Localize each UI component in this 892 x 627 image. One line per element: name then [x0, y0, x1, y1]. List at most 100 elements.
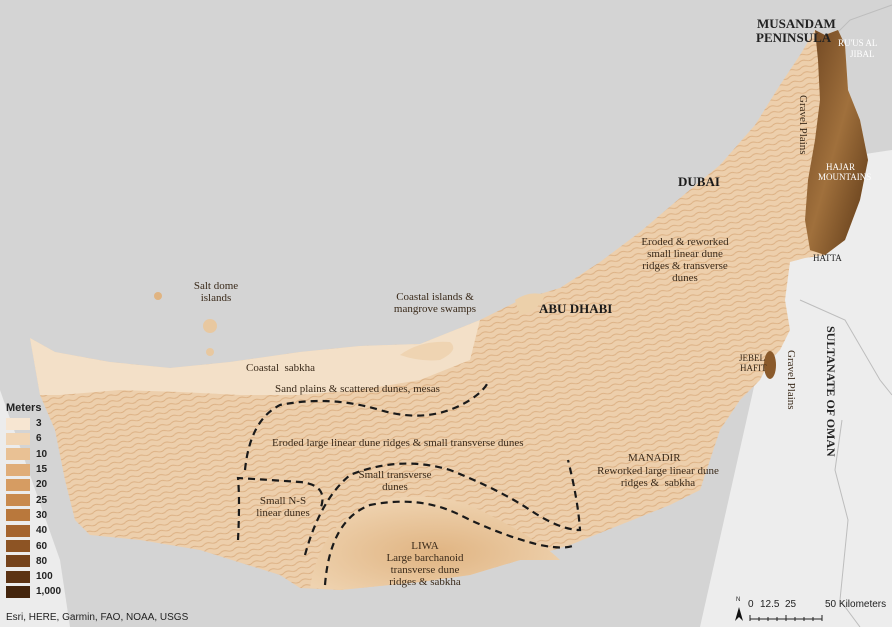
label-hajar-1: HAJAR [826, 162, 856, 172]
legend-item: 25 [6, 492, 66, 507]
label-small-transverse-2: dunes [382, 481, 408, 493]
label-dubai: DUBAI [678, 174, 720, 189]
label-sultanate-of-oman: SULTANATE OF OMAN [824, 326, 838, 457]
label-ruus-al-jibal: RU'US AL [838, 38, 878, 48]
legend-label: 100 [36, 571, 53, 583]
legend-swatch [6, 478, 30, 491]
legend-label: 30 [36, 509, 48, 521]
coastal-sabkha-zone [30, 320, 480, 395]
legend-item: 100 [6, 569, 66, 584]
label-barchanoid-3: ridges & sabkha [389, 576, 461, 588]
label-reworked-large-2: ridges & sabkha [620, 477, 696, 489]
label-hatta: HATTA [813, 253, 842, 263]
label-eroded-reworked-2: small linear dune [647, 248, 723, 260]
label-hafit: HAFIT [740, 363, 767, 373]
island-2 [203, 319, 217, 333]
label-abu-dhabi: ABU DHABI [539, 301, 613, 316]
legend-item: 15 [6, 462, 66, 477]
label-eroded-reworked-1: Eroded & reworked [641, 236, 729, 248]
north-arrow-icon [735, 607, 743, 621]
label-small-transverse-1: Small transverse [358, 469, 432, 481]
label-reworked-large-1: Reworked large linear dune [597, 465, 719, 477]
label-gravel-plains-south: Gravel Plains [785, 350, 797, 410]
label-eroded-reworked-4: dunes [672, 272, 698, 284]
scale-bar: N 0 12.5 25 50 Kilometers [730, 597, 890, 625]
label-jebel: JEBEL [739, 353, 765, 363]
island-cluster [400, 341, 454, 361]
legend-swatch [6, 432, 30, 445]
label-salt-dome-1: Salt dome [193, 280, 239, 292]
jebel-hafit-ridge [764, 351, 776, 379]
legend-label: 80 [36, 555, 48, 567]
label-small-ns-2: linear dunes [256, 507, 310, 519]
border-line-3 [834, 419, 861, 627]
legend-label: 15 [36, 464, 48, 476]
oman-land [700, 150, 892, 627]
legend-label: 10 [36, 448, 48, 460]
map-attribution: Esri, HERE, Garmin, FAO, NOAA, USGS [6, 612, 189, 623]
label-gravel-plains-north: Gravel Plains [797, 95, 809, 155]
boundary-small-transverse [303, 459, 582, 556]
legend-label: 40 [36, 525, 48, 537]
legend-swatch [6, 540, 30, 553]
label-sand-plains: Sand plains & scattered dunes, mesas [275, 383, 440, 395]
boundary-liwa [323, 500, 576, 586]
uae-landmass [30, 30, 868, 590]
legend-swatch [6, 417, 30, 430]
boundary-small-ns [236, 476, 324, 541]
label-barchanoid-1: Large barchanoid [386, 552, 464, 564]
legend-swatch [6, 463, 30, 476]
border-line-2 [799, 299, 892, 396]
scale-tick-2: 25 [785, 599, 797, 610]
legend-swatch [6, 555, 30, 568]
legend-item: 80 [6, 554, 66, 569]
label-small-ns-1: Small N-S [259, 495, 307, 507]
legend-swatch [6, 570, 30, 583]
legend-item: 60 [6, 538, 66, 553]
label-manadir: MANADIR [628, 452, 681, 464]
legend-label: 6 [36, 433, 42, 445]
legend-item: 6 [6, 431, 66, 446]
legend-item: 40 [6, 523, 66, 538]
legend-swatch [6, 509, 30, 522]
label-coastal-islands-1: Coastal islands & [396, 291, 474, 303]
legend-item: 10 [6, 447, 66, 462]
legend-swatch [6, 494, 30, 507]
legend-label: 3 [36, 418, 42, 430]
legend-label: 60 [36, 540, 48, 552]
scale-tick-1: 12.5 [760, 599, 780, 610]
label-coastal-sabkha: Coastal sabkha [246, 362, 316, 374]
legend-swatch [6, 524, 30, 537]
label-eroded-large: Eroded large linear dune ridges & small … [272, 437, 524, 449]
legend-title: Meters [6, 402, 42, 414]
label-peninsula: PENINSULA [756, 30, 832, 45]
label-barchanoid-2: transverse dune [390, 564, 460, 576]
legend-swatch [6, 448, 30, 461]
scale-tick-3: 50 Kilometers [825, 599, 887, 610]
boundary-sand-plains [243, 381, 490, 471]
north-label: N [736, 597, 741, 603]
label-musandam: MUSANDAM [757, 16, 836, 31]
label-coastal-islands-2: mangrove swamps [393, 303, 477, 315]
legend-label: 20 [36, 479, 48, 491]
legend-item: 3 [6, 416, 66, 431]
legend-item: 20 [6, 477, 66, 492]
scale-tick-0: 0 [748, 599, 754, 610]
legend-item: 30 [6, 508, 66, 523]
label-liwa: LIWA [411, 540, 439, 552]
legend-label: 25 [36, 494, 48, 506]
label-hajar-2: MOUNTAINS [818, 172, 872, 182]
hajar-mountains [805, 30, 868, 255]
scale-bar-graphic [735, 607, 823, 621]
legend-item: 1,000 [6, 584, 66, 599]
island-3 [206, 348, 214, 356]
liwa-crescent [310, 496, 560, 590]
label-eroded-reworked-3: ridges & transverse [642, 260, 728, 272]
label-jibal: JIBAL [850, 49, 875, 59]
island-1 [154, 292, 162, 300]
abu-dhabi-islands [515, 293, 545, 315]
